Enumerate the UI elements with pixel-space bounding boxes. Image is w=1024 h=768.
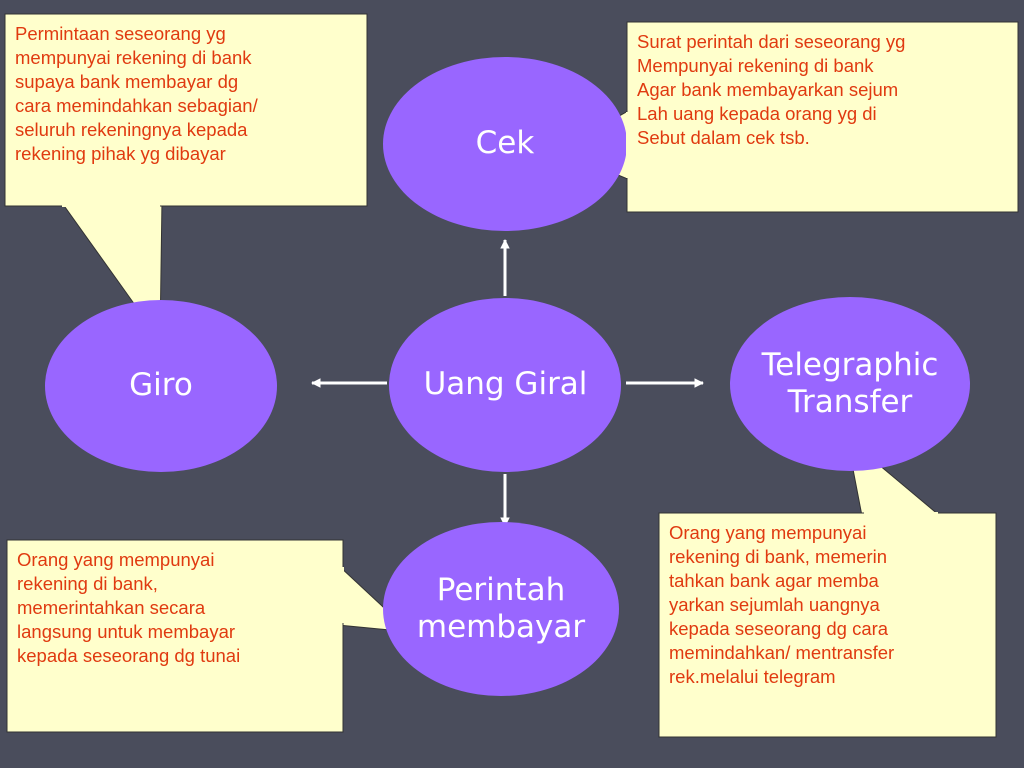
note-telegraphic-transfer: Orang yang mempunyai rekening di bank, m… (669, 522, 895, 688)
node-shape-cek (383, 57, 627, 231)
node-giro-label: Giro (129, 367, 193, 404)
tail-seam-cek (626, 112, 629, 178)
note-cek: Surat perintah dari seseorang yg Mempuny… (637, 31, 906, 149)
tail-seam-perintah (341, 567, 344, 623)
tail-seam-telegraphic (864, 512, 938, 514)
node-telegraphic-transfer: Telegraphic Transfer (730, 297, 970, 471)
node-shape-telegraphic (730, 297, 970, 471)
node-cek-label: Cek (475, 125, 535, 162)
node-telegraphic-label: Telegraphic Transfer (761, 346, 939, 420)
node-shape-uang-giral (389, 298, 621, 472)
node-shape-giro (45, 300, 277, 472)
note-box-cek (626, 21, 1019, 213)
node-uang-giral: Uang Giral (389, 298, 622, 472)
node-perintah-membayar: Perintah membayar (383, 522, 619, 696)
note-box-telegraphic (658, 512, 997, 738)
note-box-perintah (6, 539, 344, 733)
node-giro: Giro (45, 300, 277, 472)
node-cek: Cek (383, 57, 627, 231)
node-perintah-label: Perintah membayar (416, 571, 586, 645)
node-shape-perintah (383, 522, 619, 696)
note-perintah-membayar: Orang yang mempunyai rekening di bank, m… (17, 549, 241, 667)
note-box-giro (4, 13, 368, 207)
tail-seam-giro (62, 205, 160, 207)
note-giro: Permintaan seseorang yg mempunyai rekeni… (15, 23, 258, 165)
node-uang-giral-label: Uang Giral (423, 366, 588, 403)
